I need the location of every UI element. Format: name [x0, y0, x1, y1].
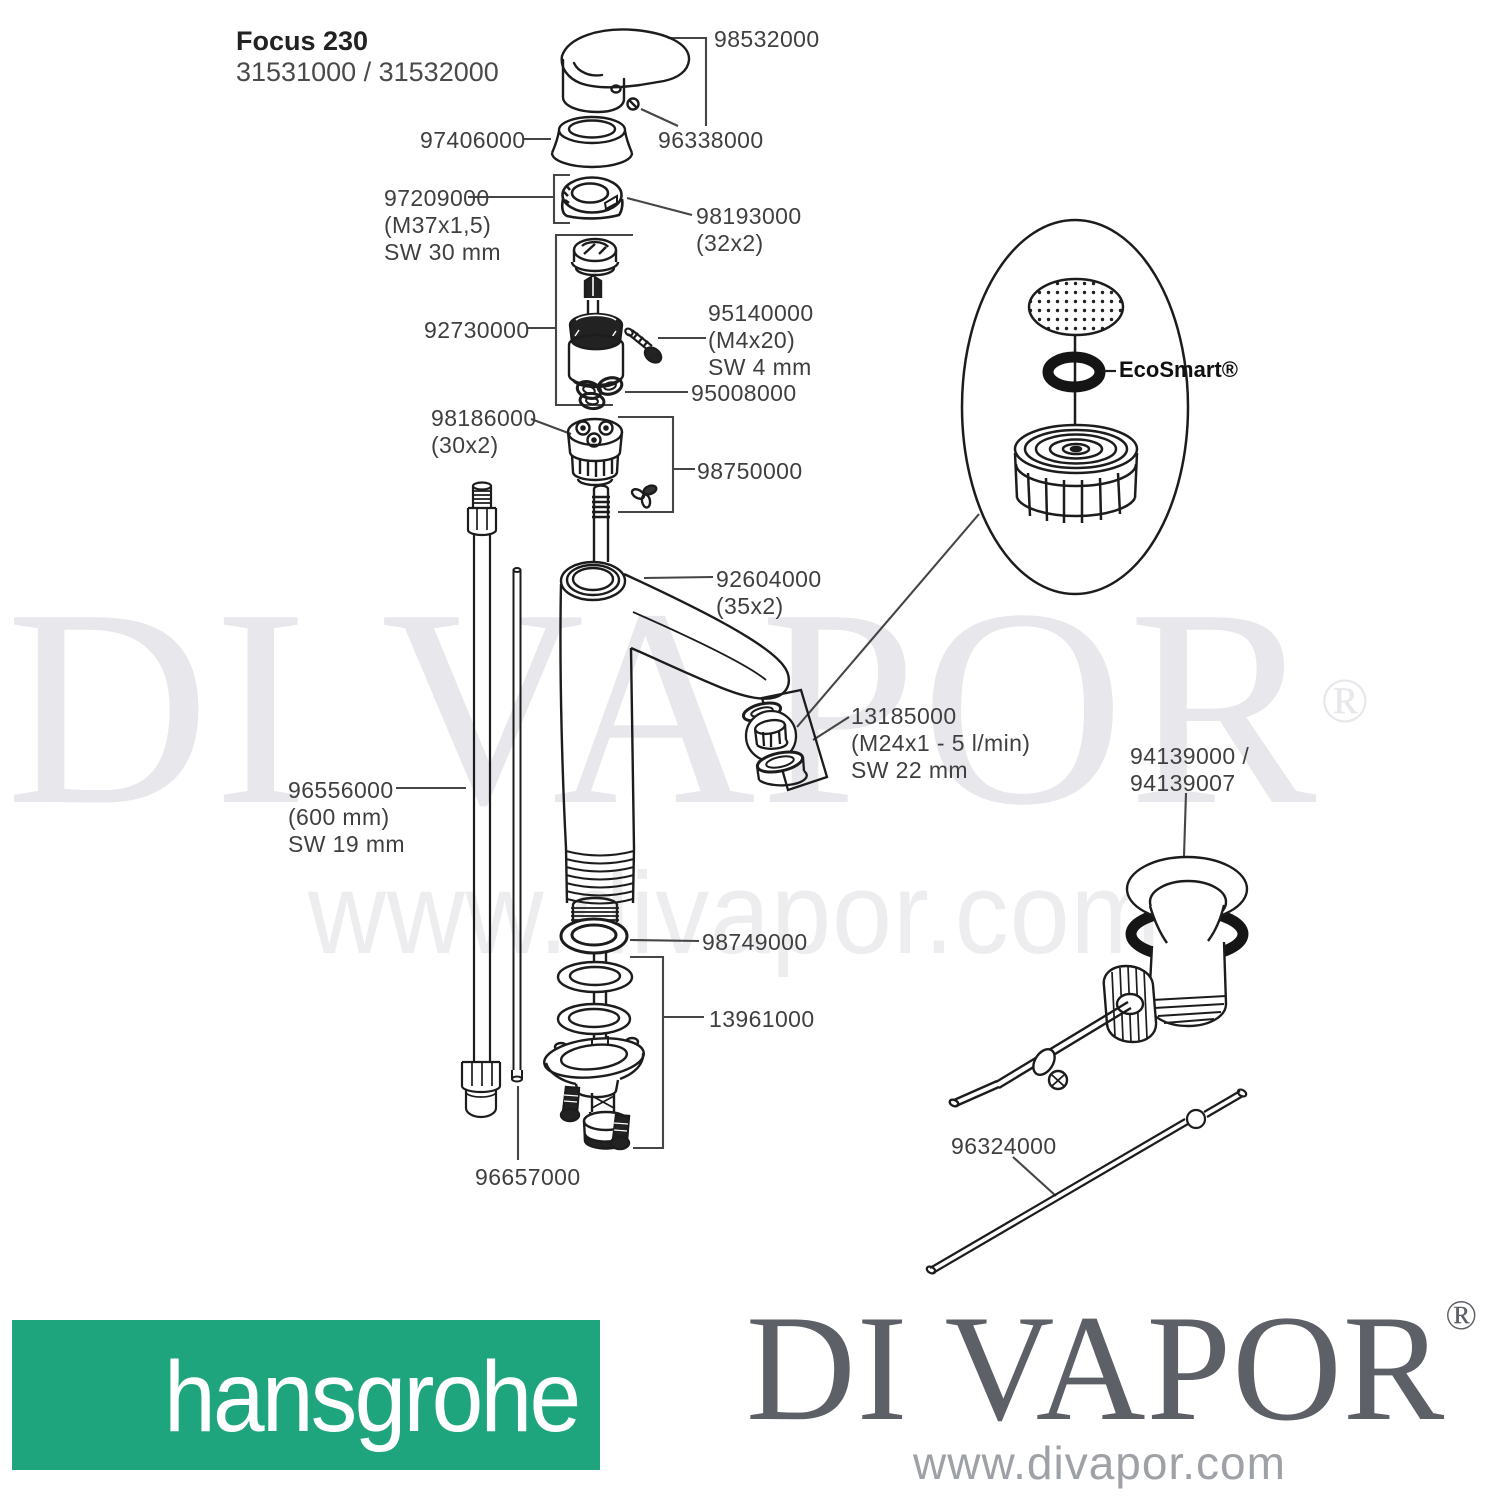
hansgrohe-logo-text: hansgrohe	[164, 1341, 581, 1453]
drain-waste-drawing	[948, 855, 1249, 1108]
divapor-url: www.divapor.com	[913, 1437, 1286, 1489]
hansgrohe-logo: hansgrohe	[12, 1320, 600, 1470]
part-label-96657000: 96657000	[475, 1164, 581, 1190]
part-label-97406000: 97406000	[420, 127, 526, 153]
retainer-clip-icon	[630, 484, 658, 509]
cartridge-screw-drawing	[624, 327, 663, 364]
mounting-flange-drawing	[543, 1036, 645, 1151]
leader-lines	[396, 36, 1188, 1197]
detail-bubble-icon	[960, 218, 1190, 596]
ring-nut-drawing	[560, 176, 624, 220]
part-label-96324000: 96324000	[951, 1133, 1057, 1159]
handle-screw-icon	[626, 97, 640, 111]
part-label-95140000: 95140000 (M4x20) SW 4 mm	[708, 300, 814, 380]
watermark-registered-mark: ®	[1320, 665, 1370, 736]
ecosmart-detail-drawing	[960, 218, 1190, 596]
watermark-url: www.divapor.com	[308, 848, 1162, 978]
part-label-96556000: 96556000 (600 mm) SW 19 mm	[288, 777, 405, 857]
part-label-94139000: 94139000 / 94139007	[1130, 743, 1250, 796]
part-label-95008000: 95008000	[691, 380, 797, 406]
part-label-97209000: 97209000 (M37x1,5) SW 30 mm	[384, 185, 501, 265]
escutcheon-drawing	[550, 115, 634, 169]
divapor-logo: DI VAPOR®	[746, 1284, 1479, 1452]
part-label-98193000: 98193000 (32x2)	[696, 203, 802, 256]
diagram-product-codes: 31531000 / 31532000	[236, 57, 499, 87]
handle-drawing	[560, 28, 691, 114]
adapter-drawing	[570, 237, 620, 277]
aerator-body-icon	[1013, 423, 1139, 523]
pull-rod-drawing	[511, 567, 523, 1083]
part-label-98750000: 98750000	[697, 458, 803, 484]
part-label-13185000: 13185000 (M24x1 - 5 l/min) SW 22 mm	[851, 703, 1031, 783]
aerator-set-drawing	[741, 688, 829, 792]
ecosmart-label: EcoSmart®	[1119, 357, 1238, 382]
divapor-registered-mark: ®	[1445, 1293, 1479, 1339]
aerator-screen-icon	[1027, 277, 1125, 337]
diagram-title: Focus 230	[236, 26, 369, 56]
base-seals-drawing	[556, 917, 634, 1036]
part-label-92604000: 92604000 (35x2)	[716, 566, 822, 619]
seal-set-drawing	[575, 376, 624, 411]
part-label-13961000: 13961000	[709, 1006, 815, 1032]
watermark-brand: DI VAPOR®	[6, 551, 1370, 863]
part-label-98532000: 98532000	[714, 26, 820, 52]
drain-lever-rod-icon	[995, 1000, 1132, 1090]
cartridge-drawing	[567, 274, 625, 389]
part-label-98186000: 98186000 (30x2)	[431, 405, 537, 458]
part-label-92730000: 92730000	[424, 317, 530, 343]
o-ring-icon	[1042, 351, 1106, 393]
flow-regulator-drawing	[566, 417, 658, 509]
faucet-body-drawing	[559, 484, 791, 1040]
part-label-98749000: 98749000	[702, 929, 808, 955]
part-label-96338000: 96338000	[658, 127, 764, 153]
lift-rod-drawing	[925, 1088, 1248, 1275]
supply-hose-drawing	[460, 481, 502, 1119]
